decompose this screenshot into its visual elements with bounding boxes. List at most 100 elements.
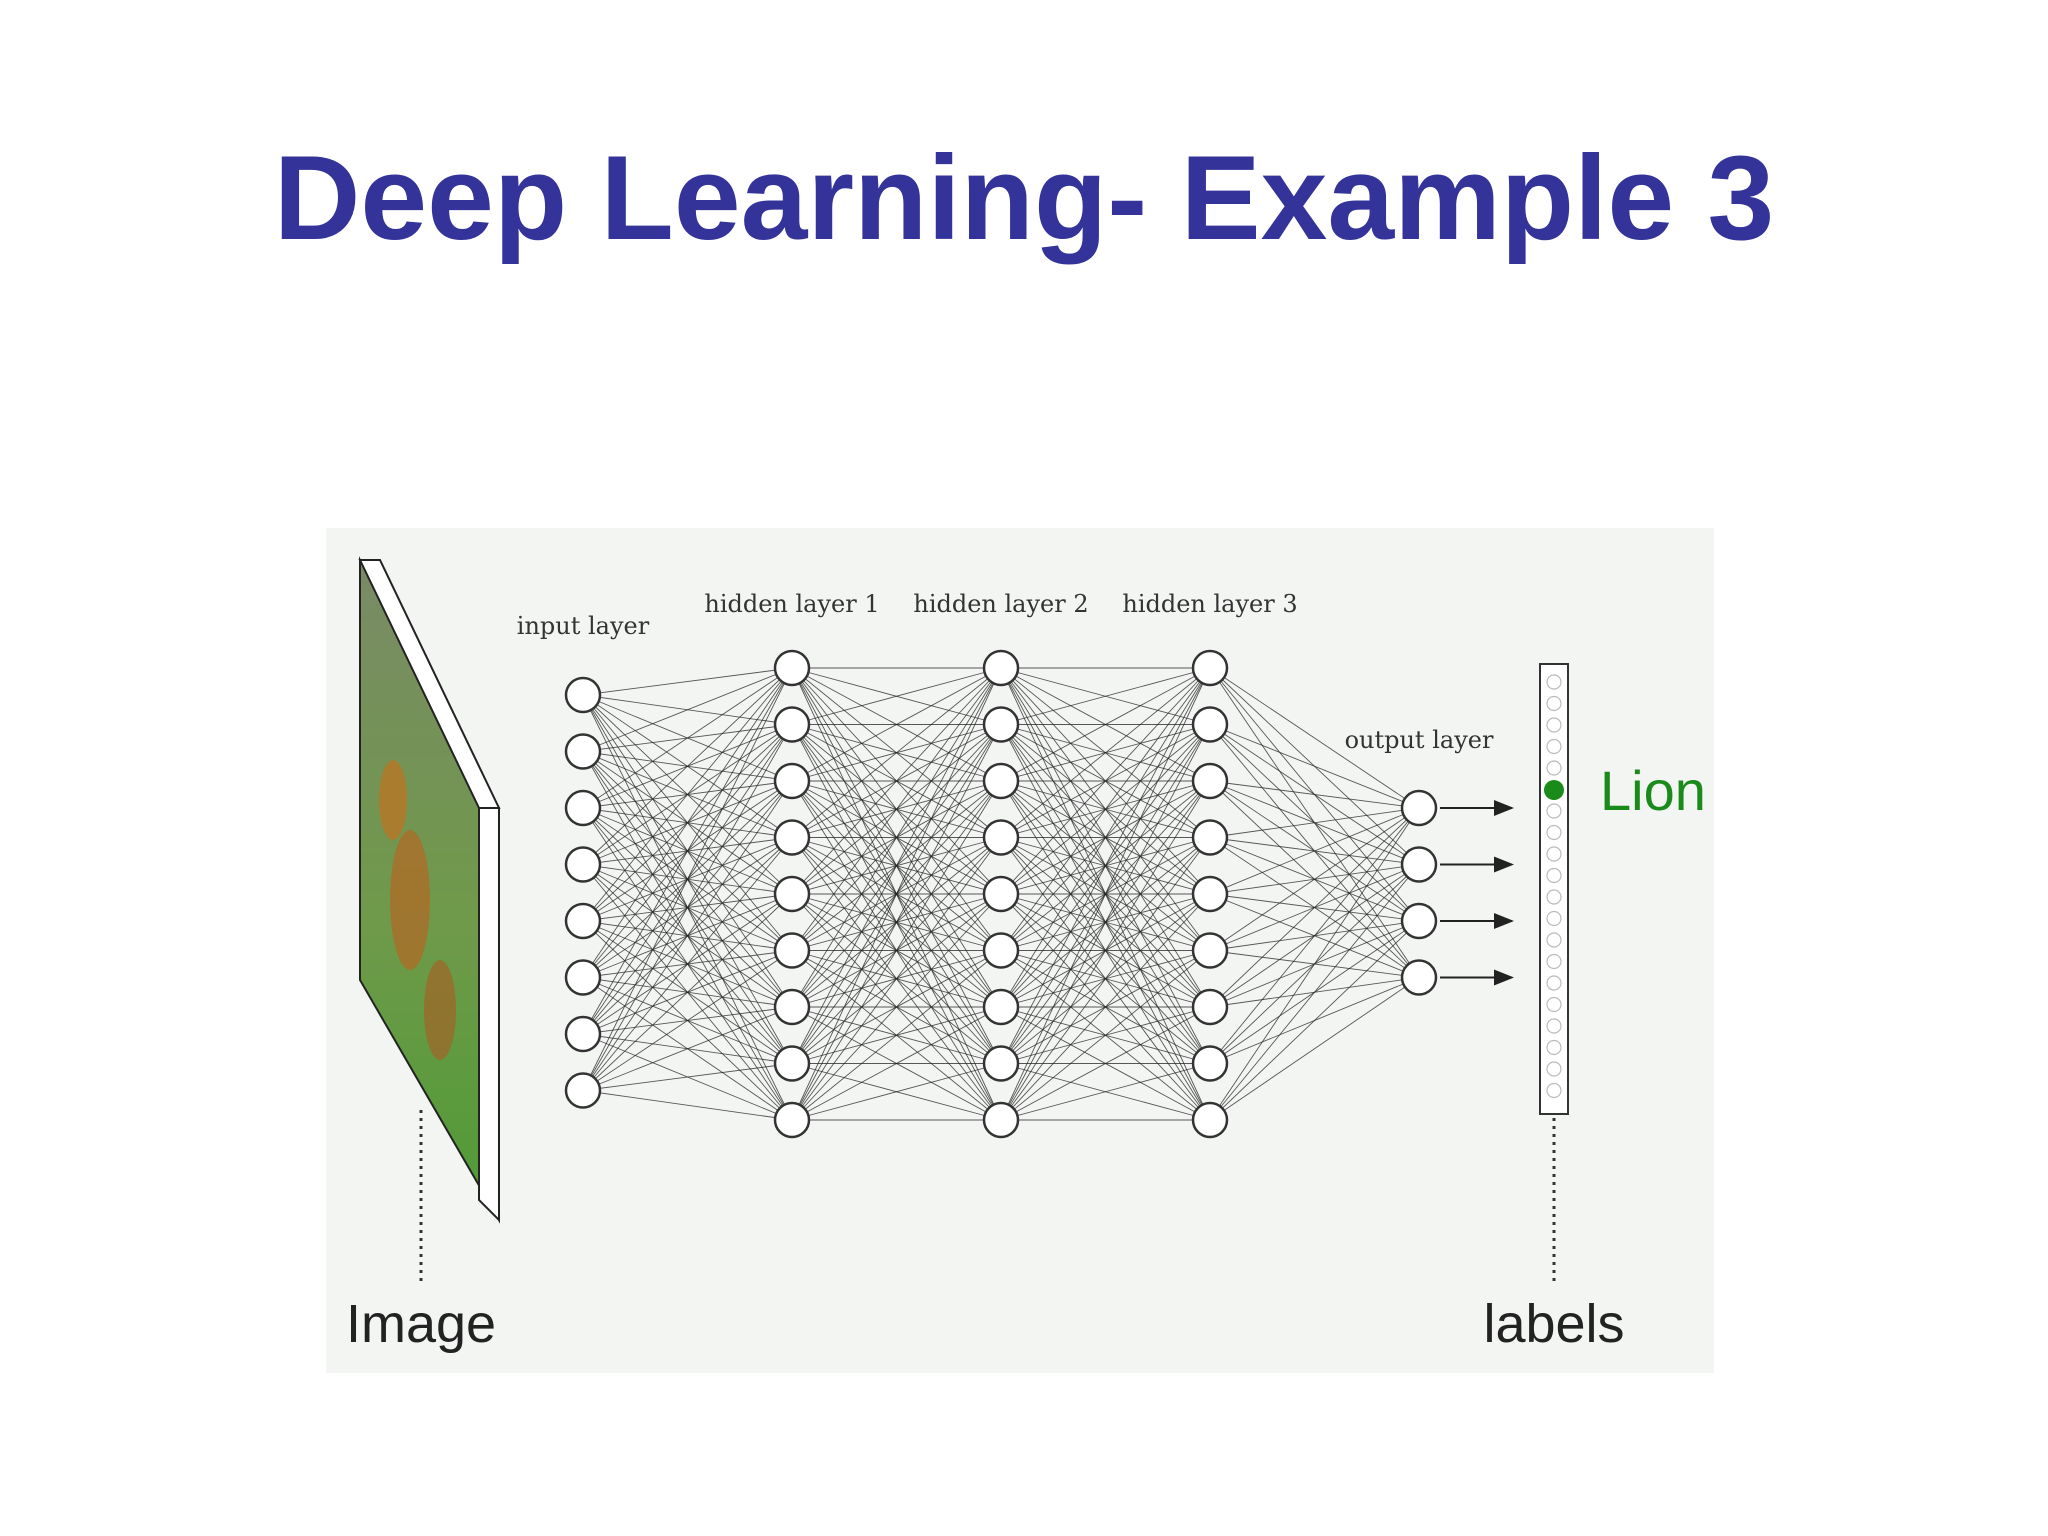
connection-line xyxy=(791,893,1002,1121)
connection-line xyxy=(1209,780,1420,809)
label-slot xyxy=(1546,760,1562,776)
connection-line xyxy=(582,837,793,1091)
neuron-layer-2-8 xyxy=(982,1101,1020,1139)
connection-line xyxy=(582,1006,793,1091)
neuron-layer-0-6 xyxy=(564,1015,602,1053)
connection-line xyxy=(582,667,793,922)
neuron-layer-3-7 xyxy=(1191,1045,1229,1082)
connection-line xyxy=(582,667,793,1035)
connection-line xyxy=(582,1090,793,1121)
connection-line xyxy=(1209,807,1420,1121)
connection-line xyxy=(1000,667,1211,895)
label-slot xyxy=(1546,803,1562,819)
connection-line xyxy=(1209,807,1420,895)
neuron-layer-1-5 xyxy=(773,932,811,969)
connection-line xyxy=(791,724,1002,1121)
connection-line xyxy=(582,667,793,978)
connection-line xyxy=(1000,667,1211,782)
neuron-layer-2-0 xyxy=(982,649,1020,687)
neuron-layer-3-0 xyxy=(1191,649,1229,687)
connection-line xyxy=(582,1063,793,1091)
neuron-layer-2-3 xyxy=(982,819,1020,856)
connection-line xyxy=(1209,807,1420,1008)
neuron-layer-1-7 xyxy=(773,1045,811,1082)
connection-line xyxy=(582,667,793,1091)
neuron-layer-1-8 xyxy=(773,1101,811,1139)
label-slot xyxy=(1546,717,1562,733)
neuron-layer-0-0 xyxy=(564,676,602,714)
label-slot xyxy=(1546,932,1562,948)
neuron-layer-2-7 xyxy=(982,1045,1020,1082)
layer-label-input: input layer xyxy=(517,612,650,640)
connection-line xyxy=(1000,950,1211,1121)
image-label: Image xyxy=(346,1294,496,1354)
connection-line xyxy=(1000,724,1211,1121)
connection-line xyxy=(1209,724,1420,809)
label-slot xyxy=(1546,1018,1562,1034)
connection-line xyxy=(791,1006,1002,1121)
neuron-layer-3-6 xyxy=(1191,988,1229,1026)
label-slot xyxy=(1546,996,1562,1013)
neuron-layer-1-6 xyxy=(773,988,811,1026)
label-slot xyxy=(1546,889,1562,905)
connection-line xyxy=(1000,837,1211,1121)
neuron-layer-1-0 xyxy=(773,649,811,687)
connection-line xyxy=(1000,1063,1211,1121)
connection-line xyxy=(791,667,1002,838)
connection-line xyxy=(582,724,793,1091)
connection-line xyxy=(582,667,793,809)
layer-label-hidden-2: hidden layer 2 xyxy=(913,590,1088,618)
neuron-layer-1-3 xyxy=(773,819,811,856)
label-slot xyxy=(1546,824,1562,841)
connection-line xyxy=(582,893,793,1091)
neuron-layer-1-1 xyxy=(773,706,811,743)
labels-label: labels xyxy=(1483,1294,1624,1354)
connection-line xyxy=(791,667,1002,1008)
connection-line xyxy=(791,667,1002,725)
connection-line xyxy=(1209,807,1420,951)
connection-line xyxy=(1209,807,1420,838)
label-slot xyxy=(1546,910,1562,927)
connection-line xyxy=(582,950,793,1091)
neuron-layer-2-6 xyxy=(982,988,1020,1026)
layer-label-output: output layer xyxy=(1345,726,1494,754)
connection-line xyxy=(791,667,1002,1064)
neuron-layer-2-5 xyxy=(982,932,1020,969)
neuron-layer-3-2 xyxy=(1191,762,1229,800)
neuron-layer-4-1 xyxy=(1400,846,1438,883)
connection-line xyxy=(1000,667,1211,1121)
connection-line xyxy=(1000,667,1211,838)
label-slot xyxy=(1546,695,1562,712)
connection-line xyxy=(791,780,1002,1121)
labels-vector xyxy=(1539,663,1569,1115)
neuron-layer-3-3 xyxy=(1191,819,1229,856)
neuron-layer-4-3 xyxy=(1400,959,1438,996)
neuron-layer-1-4 xyxy=(773,875,811,913)
label-slot xyxy=(1546,975,1562,991)
label-slot xyxy=(1546,738,1562,755)
connection-line xyxy=(791,950,1002,1121)
neuron-layer-3-1 xyxy=(1191,706,1229,743)
slide-title: Deep Learning- Example 3 xyxy=(273,131,1775,265)
output-arrows xyxy=(1440,800,1514,986)
connection-line xyxy=(1000,667,1211,1064)
neuron-layer-0-3 xyxy=(564,846,602,883)
connection-line xyxy=(1000,780,1211,1121)
label-slot xyxy=(1546,846,1562,862)
neuron-layer-4-0 xyxy=(1400,789,1438,827)
connection-line xyxy=(1000,667,1211,1008)
neurons xyxy=(564,649,1438,1139)
connection-line xyxy=(582,780,793,1091)
predicted-label: Lion xyxy=(1600,759,1706,822)
label-slot xyxy=(1546,867,1562,884)
neuron-layer-4-2 xyxy=(1400,902,1438,940)
neuron-layer-0-5 xyxy=(564,959,602,996)
label-slot xyxy=(1546,1039,1562,1056)
neuron-layer-0-4 xyxy=(564,902,602,940)
neuron-layer-3-4 xyxy=(1191,875,1229,913)
connection-line xyxy=(791,1063,1002,1121)
neuron-layer-1-2 xyxy=(773,762,811,800)
neuron-layer-3-8 xyxy=(1191,1101,1229,1139)
connection-line xyxy=(1209,864,1420,1121)
